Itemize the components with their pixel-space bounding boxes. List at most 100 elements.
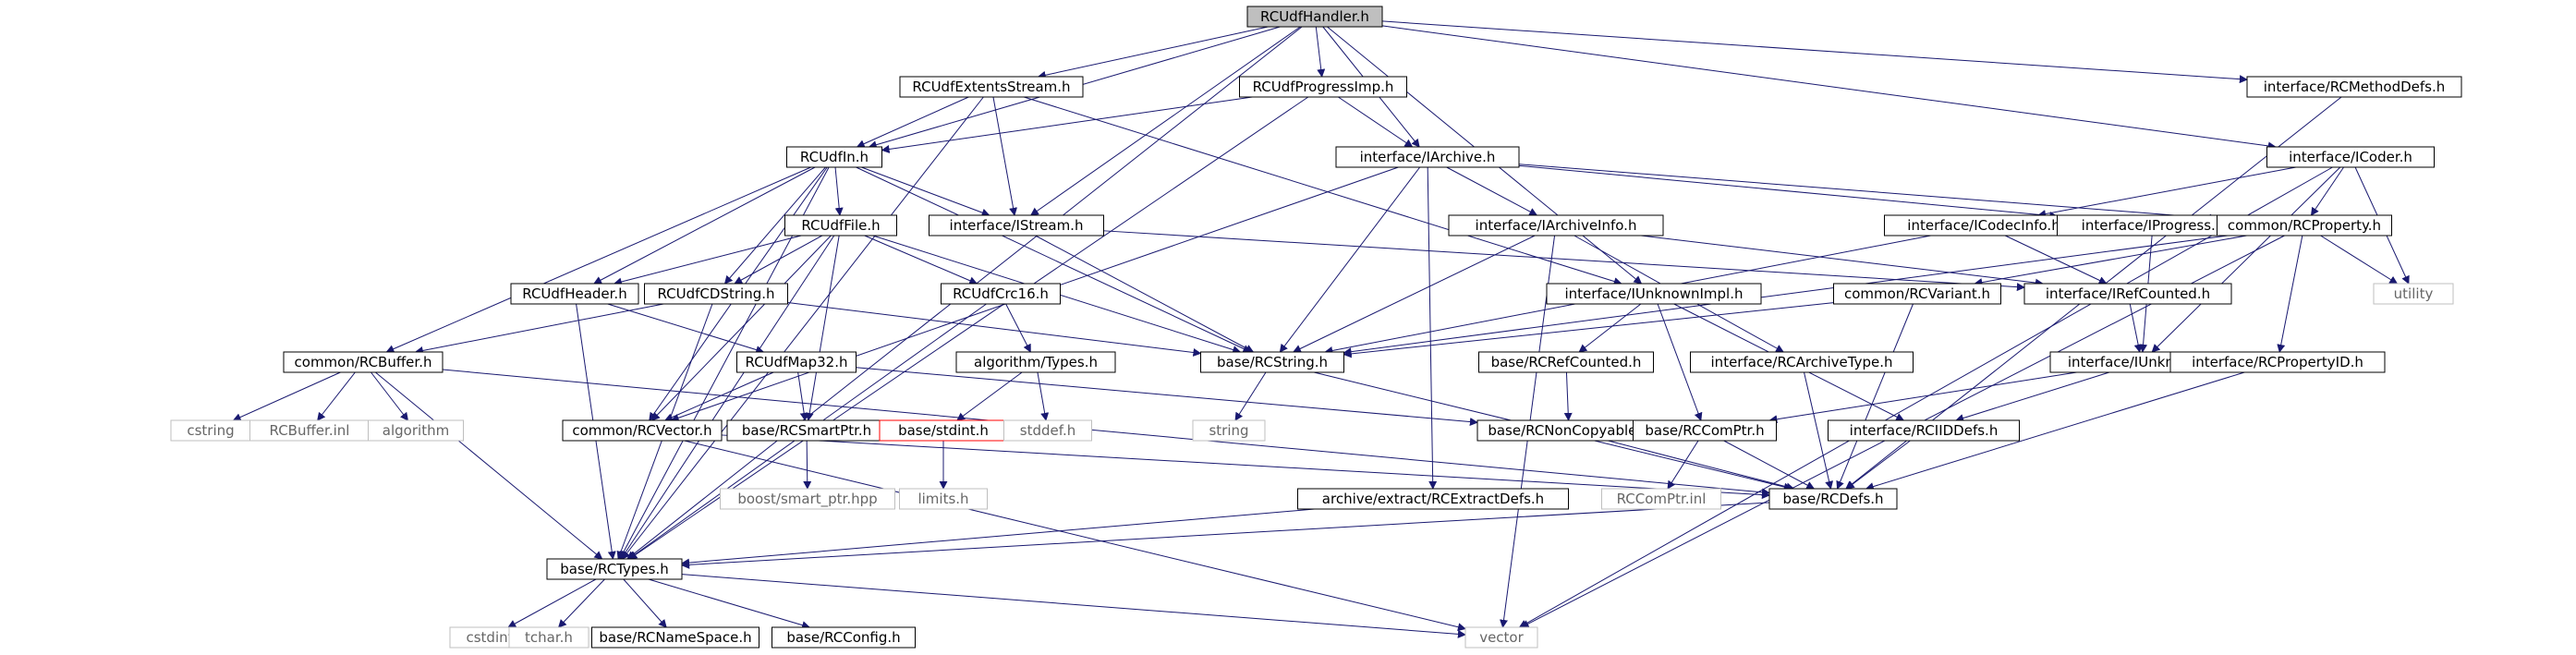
node-label: base/RCComPtr.h — [1645, 422, 1764, 439]
node-interface-rcmethoddefs-h[interactable]: interface/RCMethodDefs.h — [2246, 76, 2462, 98]
node-box — [1448, 214, 1664, 237]
node-label: base/RCNameSpace.h — [599, 629, 751, 646]
node-label: interface/IArchiveInfo.h — [1476, 217, 1637, 234]
node-common-rcvariant-h[interactable]: common/RCVariant.h — [1833, 283, 2001, 305]
node-label: RCUdfFile.h — [801, 217, 880, 234]
node-label: interface/IUnknownImpl.h — [1564, 285, 1743, 302]
node-box — [786, 146, 882, 168]
edge-icoder-to-icodecinfo — [2037, 166, 2297, 218]
node-rcudfcdstring-h[interactable]: RCUdfCDString.h — [644, 283, 788, 305]
node-box — [1003, 419, 1092, 442]
node-label: archive/extract/RCExtractDefs.h — [1322, 491, 1544, 507]
edge-rctypes-to-rcconfig — [648, 578, 810, 629]
edge-iarchive-to-rcextractdefs — [1427, 166, 1438, 490]
edge-root-to-methoddefs — [1381, 20, 2248, 84]
edge-algotypes-to-stddef — [1037, 371, 1050, 421]
edge-rctypes-to-vector — [681, 574, 1466, 638]
node-box — [368, 419, 464, 442]
node-common-rcvector-h[interactable]: common/RCVector.h — [562, 419, 723, 442]
edge-iunknown-to-rciiddefs — [1955, 371, 2110, 422]
node-label: base/RCDefs.h — [1782, 491, 1883, 507]
edge-rcarchivetype-to-rcdefs — [1804, 371, 1834, 490]
node-label: interface/ICodecInfo.h — [1907, 217, 2060, 234]
node-rcudffile-h[interactable]: RCUdfFile.h — [784, 214, 897, 237]
node-interface-iunknownimpl-h[interactable]: interface/IUnknownImpl.h — [1546, 283, 1762, 305]
node-label: cstring — [187, 422, 234, 439]
node-limits-h: limits.h — [899, 488, 988, 510]
node-interface-istream-h[interactable]: interface/IStream.h — [929, 214, 1104, 237]
edge-udffile-to-rctypes — [620, 235, 835, 560]
node-base-rcnoncopyable-h[interactable]: base/RCNonCopyable.h — [1476, 419, 1661, 442]
node-common-rcbuffer-h[interactable]: common/RCBuffer.h — [283, 351, 444, 373]
edge-iarchive-to-rcproperty — [1518, 164, 2218, 223]
node-rcudfmap32-h[interactable]: RCUdfMap32.h — [736, 351, 857, 373]
edge-rcvector-to-vector — [684, 440, 1466, 632]
node-base-rcsmartptr-h[interactable]: base/RCSmartPtr.h — [726, 419, 887, 442]
node-label: boost/smart_ptr.hpp — [737, 491, 877, 508]
node-base-rcstring-h[interactable]: base/RCString.h — [1200, 351, 1344, 373]
edge-extents-to-istream — [992, 96, 1018, 216]
node-box — [562, 419, 723, 442]
node-label: base/RCTypes.h — [560, 561, 669, 577]
node-interface-rciiddefs-h[interactable]: interface/RCIIDDefs.h — [1828, 419, 2020, 442]
node-box — [1297, 488, 1569, 510]
edge-udfin-to-istream — [861, 166, 990, 217]
node-label: RCUdfExtentsStream.h — [912, 79, 1070, 95]
node-rcudfin-h[interactable]: RCUdfIn.h — [786, 146, 882, 168]
edge-udfmap32-to-rcsmartptr — [797, 371, 808, 421]
edge-rcvariant-to-rcdefs — [1836, 303, 1914, 490]
edge-iarchiveinfo-to-rcstring — [1293, 235, 1536, 353]
node-common-rcproperty-h[interactable]: common/RCProperty.h — [2217, 214, 2392, 237]
node-interface-icoder-h[interactable]: interface/ICoder.h — [2266, 146, 2435, 168]
node-rcudfheader-h[interactable]: RCUdfHeader.h — [510, 283, 639, 305]
edge-istream-to-irefcounted — [1103, 230, 2025, 292]
node-box — [772, 626, 916, 649]
edge-iarchive-to-iarchiveinfo — [1446, 166, 1538, 216]
edge-rctypes-to-tchar — [557, 578, 605, 628]
node-label: limits.h — [917, 491, 968, 507]
node-base-rccomptr-h[interactable]: base/RCComPtr.h — [1633, 419, 1777, 442]
node-label: algorithm — [383, 422, 449, 439]
node-box — [510, 283, 639, 305]
edge-rciiddefs-to-rcdefs — [1845, 440, 1911, 490]
node-label: RCUdfCDString.h — [658, 285, 775, 302]
edge-udfin-to-udfheader — [593, 166, 816, 285]
node-base-rcrefcounted-h[interactable]: base/RCRefCounted.h — [1478, 351, 1654, 373]
node-string: string — [1192, 419, 1266, 442]
node-boost-smart-ptr-hpp: boost/smart_ptr.hpp — [720, 488, 895, 510]
edge-rcstring-to-string — [1234, 371, 1267, 421]
node-tchar-h: tchar.h — [508, 626, 589, 649]
node-archive-extract-rcextractdefs-h[interactable]: archive/extract/RCExtractDefs.h — [1297, 488, 1569, 510]
edge-udffile-to-udfcrc16 — [864, 235, 978, 285]
node-interface-iarchiveinfo-h[interactable]: interface/IArchiveInfo.h — [1448, 214, 1664, 237]
node-label: tchar.h — [525, 629, 573, 646]
edge-rcrefcounted-to-rcnoncopyable — [1563, 371, 1573, 421]
edge-rcproperty-to-utility — [2320, 235, 2399, 285]
node-rcudfextentsstream-h[interactable]: RCUdfExtentsStream.h — [899, 76, 1084, 98]
node-interface-rcarchivetype-h[interactable]: interface/RCArchiveType.h — [1690, 351, 1914, 373]
edge-icoder-to-vector — [1518, 166, 2333, 628]
node-box — [955, 351, 1116, 373]
edge-udffile-to-rcsmartptr — [805, 235, 840, 421]
node-base-rcconfig-h[interactable]: base/RCConfig.h — [772, 626, 916, 649]
node-interface-iarchive-h[interactable]: interface/IArchive.h — [1335, 146, 1520, 168]
node-label: interface/RCArchiveType.h — [1711, 354, 1893, 370]
node-label: interface/IProgress.h — [2082, 217, 2225, 234]
node-base-rctypes-h[interactable]: base/RCTypes.h — [546, 558, 683, 580]
node-label: RCUdfIn.h — [800, 149, 869, 165]
node-label: common/RCVector.h — [572, 422, 711, 439]
node-box — [1690, 351, 1914, 373]
node-box — [1833, 283, 2001, 305]
node-label: vector — [1479, 629, 1524, 646]
node-base-rcnamespace-h[interactable]: base/RCNameSpace.h — [591, 626, 759, 649]
node-interface-iprogress-h[interactable]: interface/IProgress.h — [2057, 214, 2249, 237]
node-interface-icodecinfo-h[interactable]: interface/ICodecInfo.h — [1884, 214, 2084, 237]
node-vector: vector — [1464, 626, 1538, 649]
node-label: RCUdfProgressImp.h — [1253, 79, 1394, 95]
node-interface-rcpropertyid-h[interactable]: interface/RCPropertyID.h — [2169, 351, 2386, 373]
node-algorithm-types-h[interactable]: algorithm/Types.h — [955, 351, 1116, 373]
node-base-rcdefs-h[interactable]: base/RCDefs.h — [1768, 488, 1898, 510]
node-interface-irefcounted-h[interactable]: interface/IRefCounted.h — [2023, 283, 2232, 305]
node-rcudfcrc16-h[interactable]: RCUdfCrc16.h — [941, 283, 1061, 305]
node-rcudfprogressimp-h[interactable]: RCUdfProgressImp.h — [1239, 76, 1407, 98]
